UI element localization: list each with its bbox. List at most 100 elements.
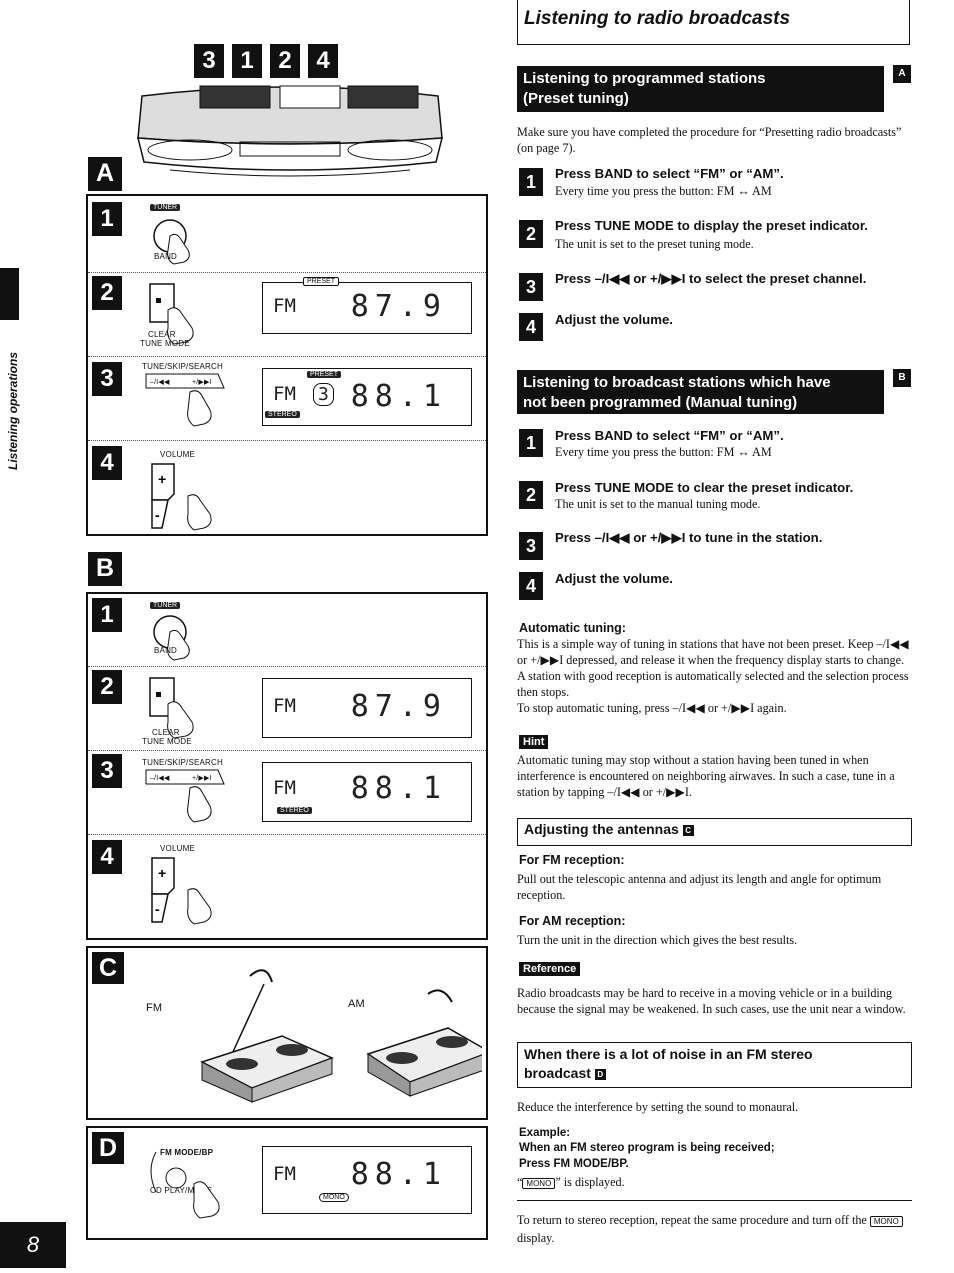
mono-indicator: MONO xyxy=(319,1193,349,1202)
top-step-badge: 4 xyxy=(308,44,338,78)
section-b-heading: Listening to broadcast stations which ha… xyxy=(517,370,884,414)
minus-label: –/I◀◀ xyxy=(150,775,170,782)
lcd-frequency: 87.9 xyxy=(350,689,447,724)
step-badge: 2 xyxy=(519,220,543,248)
section-tab-marker xyxy=(0,268,19,320)
step-heading: Adjust the volume. xyxy=(555,312,673,327)
tune-skip-label: TUNE/SKIP/SEARCH xyxy=(142,362,223,371)
section-a-heading: Listening to programmed stations (Preset… xyxy=(517,66,884,112)
step-heading: Press BAND to select “FM” or “AM”. xyxy=(555,428,784,443)
volume-label: VOLUME xyxy=(160,844,195,853)
lcd-frequency: 88.1 xyxy=(350,1157,447,1192)
step-heading: Press TUNE MODE to clear the preset indi… xyxy=(555,480,854,495)
step-badge: 3 xyxy=(519,532,543,560)
tune-skip-label: TUNE/SKIP/SEARCH xyxy=(142,758,223,767)
svg-text:-: - xyxy=(155,507,160,523)
clear-label: CLEAR xyxy=(152,728,180,737)
return-stereo-text-a: To return to stereo reception, repeat th… xyxy=(517,1213,867,1227)
reference-text: Radio broadcasts may be hard to receive … xyxy=(517,986,906,1016)
section-a-tag: A xyxy=(893,65,911,83)
step-heading: Press BAND to select “FM” or “AM”. xyxy=(555,166,784,181)
hand-press-icon xyxy=(149,677,194,739)
section-b-heading-line2: not been programmed (Manual tuning) xyxy=(523,394,798,411)
panel-letter-a: A xyxy=(88,157,122,191)
rule xyxy=(517,1200,912,1201)
volume-control-icon: + - xyxy=(151,463,212,531)
divider xyxy=(88,356,486,357)
mono-displayed-line: “MONO” is displayed. xyxy=(517,1175,625,1189)
step-badge: 1 xyxy=(92,202,122,236)
reference-label: Reference xyxy=(519,962,581,976)
auto-tuning-stop: To stop automatic tuning, press –/I◀◀ or… xyxy=(517,701,787,715)
divider xyxy=(88,834,486,835)
preset-indicator: PRESET xyxy=(307,371,342,378)
antennas-heading: Adjusting the antennas xyxy=(524,821,679,837)
cd-play-label: CD PLAY/MODE xyxy=(150,1186,213,1195)
skip-buttons-icon xyxy=(145,769,225,823)
noise-intro: Reduce the interference by setting the s… xyxy=(517,1100,799,1114)
step-heading: Press –/I◀◀ or +/▶▶I to select the prese… xyxy=(555,271,867,286)
step-heading: Press –/I◀◀ or +/▶▶I to tune in the stat… xyxy=(555,530,823,545)
step-badge: 1 xyxy=(519,168,543,196)
noise-heading-box: When there is a lot of noise in an FM st… xyxy=(517,1042,912,1088)
lcd-band: FM xyxy=(273,695,296,717)
tune-mode-label: TUNE MODE xyxy=(140,339,190,348)
divider xyxy=(88,750,486,751)
volume-control-icon: + - xyxy=(151,857,212,925)
lcd-frequency: 88.1 xyxy=(350,771,447,806)
lcd-display-channel: PRESET FM 3 88.1 STEREO xyxy=(262,368,472,426)
step-badge: 2 xyxy=(519,481,543,509)
top-step-badge: 3 xyxy=(194,44,224,78)
noise-heading-line2: broadcast xyxy=(524,1065,591,1081)
fm-label: FM xyxy=(146,1002,163,1014)
divider xyxy=(88,272,486,273)
am-label: AM xyxy=(348,998,365,1010)
tune-mode-label: TUNE MODE xyxy=(142,737,192,746)
skip-buttons-icon xyxy=(145,373,225,427)
step-badge: 4 xyxy=(92,840,122,874)
section-b-heading-line1: Listening to broadcast stations which ha… xyxy=(523,374,831,391)
noise-tag: D xyxy=(594,1069,606,1080)
minus-label: –/I◀◀ xyxy=(150,379,170,386)
panel-c: C FM AM xyxy=(86,946,488,1120)
step-badge: 1 xyxy=(92,598,122,632)
hint-label: Hint xyxy=(519,735,549,749)
band-label: BAND xyxy=(154,252,178,261)
example-line2: Press FM MODE/BP. xyxy=(519,1158,629,1170)
step-badge: 3 xyxy=(519,273,543,301)
step-badge: 3 xyxy=(92,754,122,788)
am-reception-text: Turn the unit in the direction which giv… xyxy=(517,933,798,947)
lcd-frequency: 87.9 xyxy=(350,289,447,324)
antennas-heading-box: Adjusting the antennas C xyxy=(517,818,912,846)
svg-text:-: - xyxy=(155,901,160,917)
mono-indicator: MONO xyxy=(522,1178,556,1189)
plus-label: +/▶▶I xyxy=(192,775,212,782)
hand-press-icon xyxy=(153,219,190,265)
fm-reception-text: Pull out the telescopic antenna and adju… xyxy=(517,872,882,902)
step-heading: Press TUNE MODE to display the preset in… xyxy=(555,218,868,233)
band-label: BAND xyxy=(154,646,178,655)
panel-d: D FM MODE/BP CD PLAY/MODE FM 88.1 MONO xyxy=(86,1126,488,1240)
panel-letter-c: C xyxy=(92,952,124,984)
antennas-tag: C xyxy=(682,825,694,836)
hint-text: Automatic tuning may stop without a stat… xyxy=(517,753,895,799)
tuner-label: TUNER xyxy=(150,602,181,609)
mono-indicator: MONO xyxy=(869,1216,903,1227)
example-line1: When an FM stereo program is being recei… xyxy=(519,1142,775,1154)
lcd-display-preset: PRESET FM 87.9 xyxy=(262,277,472,334)
divider xyxy=(88,440,486,441)
stereo-indicator: STEREO xyxy=(277,807,312,814)
tuner-label: TUNER xyxy=(150,204,181,211)
lcd-band: FM xyxy=(273,777,296,799)
section-b-tag: B xyxy=(893,369,911,387)
auto-tuning-text: This is a simple way of tuning in statio… xyxy=(517,637,909,699)
fm-mode-label: FM MODE/BP xyxy=(160,1148,214,1157)
step-badge: 3 xyxy=(92,362,122,396)
panel-letter-b: B xyxy=(88,552,122,586)
top-step-badge: 1 xyxy=(232,44,262,78)
return-stereo-text-b: display. xyxy=(517,1231,555,1245)
hand-press-icon xyxy=(153,615,190,661)
section-a-heading-line1: Listening to programmed stations xyxy=(523,70,766,87)
boombox-illustration xyxy=(137,85,443,177)
svg-text:+: + xyxy=(158,865,166,881)
